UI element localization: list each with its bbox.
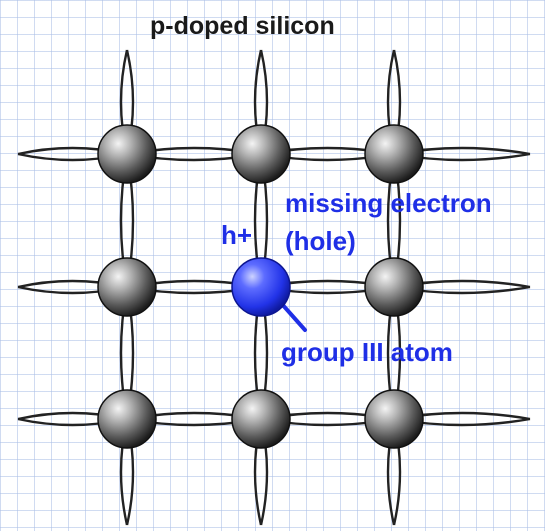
silicon-atom <box>97 257 157 317</box>
atoms-layer <box>97 124 424 449</box>
silicon-atom <box>364 124 424 184</box>
silicon-atom <box>231 124 291 184</box>
hole-symbol-label: h+ <box>221 220 253 250</box>
silicon-atom <box>231 389 291 449</box>
silicon-atom <box>364 257 424 317</box>
missing-electron-label: missing electron <box>285 188 492 218</box>
silicon-atom <box>97 124 157 184</box>
diagram-title: p-doped silicon <box>150 12 335 40</box>
hole-label: (hole) <box>285 226 356 256</box>
silicon-atom <box>97 389 157 449</box>
silicon-atom <box>364 389 424 449</box>
dopant-pointer-line <box>279 301 307 332</box>
group-iii-dopant-atom <box>231 257 291 317</box>
group-iii-atom-label: group III atom <box>281 337 453 367</box>
